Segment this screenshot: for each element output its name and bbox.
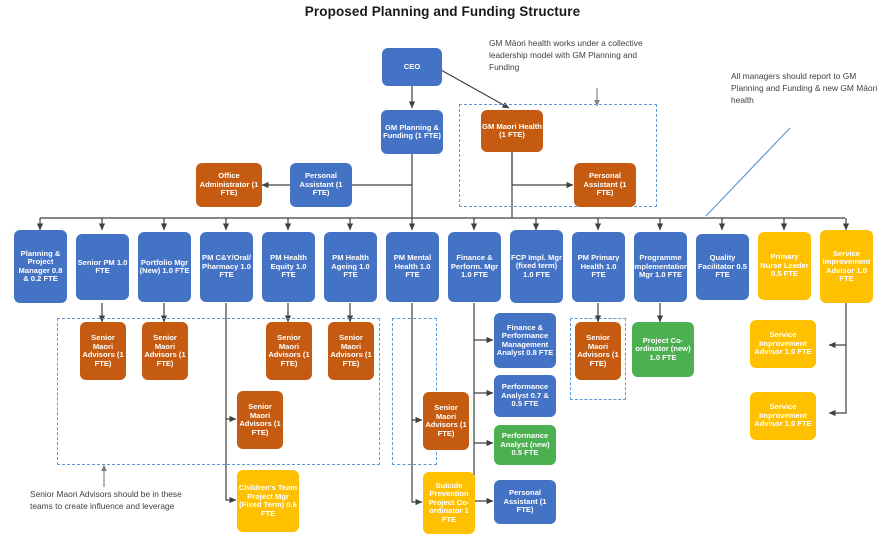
- box-service-improvement-advisor-top[interactable]: Service Improvement Advisor 1.0 FTE: [820, 230, 873, 303]
- box-pm-health-ageing[interactable]: PM Health Ageing 1.0 FTE: [324, 232, 377, 302]
- box-senior-maori-advisors-5[interactable]: Senior Maori Advisors (1 FTE): [237, 391, 283, 449]
- box-pm-mental-health[interactable]: PM Mental Health 1.0 FTE: [386, 232, 439, 302]
- box-ceo[interactable]: CEO: [382, 48, 442, 86]
- box-gm-maori-health[interactable]: GM Maori Health (1 FTE): [481, 110, 543, 152]
- box-senior-maori-advisors-6[interactable]: Senior Maori Advisors (1 FTE): [423, 392, 469, 450]
- box-senior-maori-advisors-3[interactable]: Senior Maori Advisors (1 FTE): [266, 322, 312, 380]
- box-quality-facilitator[interactable]: Quality Facilitator 0.5 FTE: [696, 234, 749, 300]
- box-pm-cyf-oral-pharmacy[interactable]: PM C&Y/Oral/ Pharmacy 1.0 FTE: [200, 232, 253, 302]
- box-personal-assistant-maori[interactable]: Personal Assistant (1 FTE): [574, 163, 636, 207]
- note-senior-maori-advisors: Senior Maori Advisors should be in these…: [30, 489, 182, 511]
- box-portfolio-mgr[interactable]: Portfolio Mgr (New) 1.0 FTE: [138, 232, 191, 302]
- box-senior-maori-advisors-1[interactable]: Senior Maori Advisors (1 FTE): [80, 322, 126, 380]
- box-fcp-impl-mgr[interactable]: FCP Impl. Mgr (fixed term) 1.0 FTE: [510, 230, 563, 303]
- dashed-group-senior-maori-advisors-fcp: [570, 318, 626, 400]
- dashed-group-senior-maori-advisors-left: [57, 318, 380, 465]
- box-pm-health-equity[interactable]: PM Health Equity 1.0 FTE: [262, 232, 315, 302]
- box-performance-analyst-new[interactable]: Performance Analyst (new) 0.5 FTE: [494, 425, 556, 465]
- box-office-administrator[interactable]: Office Administrator (1 FTE): [196, 163, 262, 207]
- page-title: Proposed Planning and Funding Structure: [304, 4, 581, 19]
- box-senior-maori-advisors-7[interactable]: Senior Maori Advisors (1 FTE): [575, 322, 621, 380]
- box-finance-perform-mgr[interactable]: Finance & Perform. Mgr 1.0 FTE: [448, 232, 501, 302]
- box-programme-implementation-mgr[interactable]: Programme Implementation Mgr 1.0 FTE: [634, 232, 687, 302]
- box-project-coordinator-new[interactable]: Project Co-ordinator (new) 1.0 FTE: [632, 322, 694, 377]
- note-collective-leadership: GM Māori health works under a collective…: [489, 38, 643, 72]
- box-senior-maori-advisors-4[interactable]: Senior Maori Advisors (1 FTE): [328, 322, 374, 380]
- box-personal-assistant-gm[interactable]: Personal Assistant (1 FTE): [290, 163, 352, 207]
- dashed-group-maori-leadership: [459, 104, 657, 207]
- note-all-managers-report: All managers should report to GM Plannin…: [731, 71, 878, 105]
- box-primary-nurse-leader[interactable]: Primary Nurse Leader 0.5 FTE: [758, 232, 811, 300]
- box-planning-project-manager[interactable]: Planning & Project Manager 0.8 & 0.2 FTE: [14, 230, 67, 303]
- box-suicide-prevention-coordinator[interactable]: Suicide Prevention Project Co-ordinator …: [423, 472, 475, 534]
- box-personal-assistant-finance[interactable]: Personal Assistant (1 FTE): [494, 480, 556, 524]
- box-pm-primary-health[interactable]: PM Primary Health 1.0 FTE: [572, 232, 625, 302]
- box-senior-maori-advisors-2[interactable]: Senior Maori Advisors (1 FTE): [142, 322, 188, 380]
- box-service-improvement-advisor-2[interactable]: Service Improvement Advisor 1.0 FTE: [750, 392, 816, 440]
- box-finance-performance-management-analyst[interactable]: Finance & Performance Management Analyst…: [494, 313, 556, 368]
- box-gm-planning-funding[interactable]: GM Planning & Funding (1 FTE): [381, 110, 443, 154]
- box-childrens-team-project-mgr[interactable]: Children's Team Project Mgr (Fixed Term)…: [237, 470, 299, 532]
- box-performance-analyst[interactable]: Performance Analyst 0.7 & 0.5 FTE: [494, 375, 556, 417]
- box-senior-pm[interactable]: Senior PM 1.0 FTE: [76, 234, 129, 300]
- box-service-improvement-advisor-1[interactable]: Service Improvement Advisor 1.0 FTE: [750, 320, 816, 368]
- dashed-group-senior-maori-advisors-mental-health: [392, 318, 437, 465]
